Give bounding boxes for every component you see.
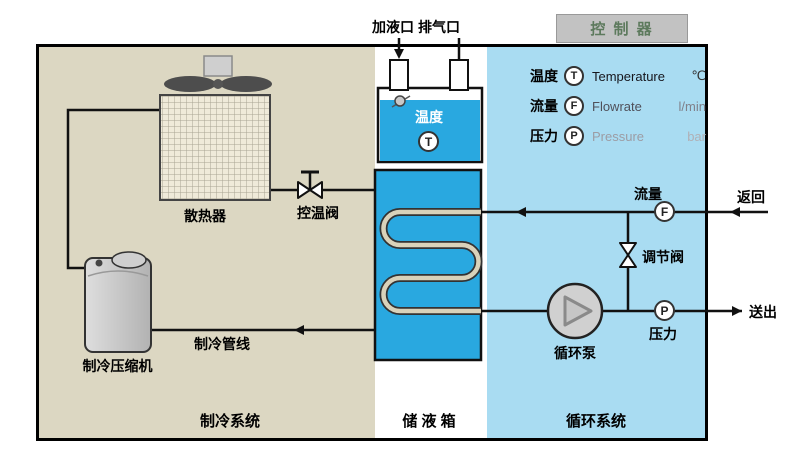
- compressor: [84, 251, 152, 353]
- compressor-label: 制冷压缩机: [82, 358, 153, 374]
- return-label: 返回: [737, 189, 765, 205]
- flow-sensor-F-icon: F: [654, 201, 675, 222]
- controller-box: 控 制 器: [556, 14, 688, 43]
- fill-port-label: 加液口: [372, 19, 414, 35]
- vent-port-label: 排气口: [418, 19, 460, 35]
- legend-flow-cn: 流量: [530, 98, 558, 114]
- legend-temp-en: Temperature: [592, 68, 665, 84]
- temp-control-valve-label: 控温阀: [297, 205, 339, 221]
- flow-label: 流量: [634, 186, 662, 202]
- section-circulation-label: 循环系统: [565, 413, 626, 430]
- outlet-label: 送出: [749, 304, 777, 320]
- legend-flow-unit: l/min: [678, 98, 706, 114]
- flow-sensor-icon: F: [564, 96, 584, 116]
- tank-temp-label: 温度: [415, 109, 443, 125]
- pipe-radiator-to-compressor: [66, 108, 160, 270]
- radiator: [159, 94, 271, 201]
- legend-temp-cn: 温度: [530, 68, 558, 84]
- section-refrigeration-label: 制冷系统: [199, 413, 260, 430]
- pipe-lines: [66, 38, 768, 332]
- refrigerant-pipeline-label: 制冷管线: [194, 336, 250, 352]
- radiator-label: 散热器: [184, 208, 226, 224]
- vent-port-stub: [449, 59, 469, 91]
- fan-icon: [164, 55, 272, 92]
- legend-flow-en: Flowrate: [592, 98, 642, 114]
- legend-row-temperature: 温度 T Temperature ℃: [530, 65, 706, 87]
- legend-pressure-cn: 压力: [530, 128, 558, 144]
- circulation-pump-label: 循环泵: [554, 345, 596, 361]
- pressure-label: 压力: [649, 326, 677, 342]
- coil-tube: [381, 209, 481, 314]
- regulating-valve-icon: [619, 242, 637, 268]
- legend-row-pressure: 压力 P Pressure bar: [530, 125, 706, 147]
- pressure-sensor-icon: P: [564, 126, 584, 146]
- circulation-region: [487, 47, 705, 438]
- arrow-into-exchanger-icon: [516, 207, 526, 217]
- temp-control-valve-icon: [297, 170, 323, 199]
- arrow-to-compressor-icon: [294, 325, 304, 335]
- arrow-return-in-icon: [730, 207, 740, 217]
- arrow-outlet-icon: [732, 306, 742, 316]
- arrow-fill-down-icon: [394, 49, 404, 59]
- float-ball-icon: [394, 95, 406, 107]
- pressure-sensor-P-icon: P: [654, 300, 675, 321]
- flow-arrows: [294, 49, 742, 335]
- regulating-valve-label: 调节阀: [642, 249, 684, 265]
- legend-pressure-en: Pressure: [592, 128, 645, 144]
- circulation-pump-icon: [546, 282, 604, 340]
- legend-row-flowrate: 流量 F Flowrate l/min: [530, 95, 706, 117]
- legend-temp-unit: ℃: [691, 68, 706, 83]
- legend-pressure-unit: bar: [687, 128, 706, 144]
- fill-port-stub: [389, 59, 409, 91]
- temperature-sensor-icon: T: [564, 66, 584, 86]
- heat-exchanger: [373, 168, 483, 362]
- section-tank-label: 储 液 箱: [402, 413, 456, 430]
- tank-temperature-sensor-icon: T: [418, 131, 439, 152]
